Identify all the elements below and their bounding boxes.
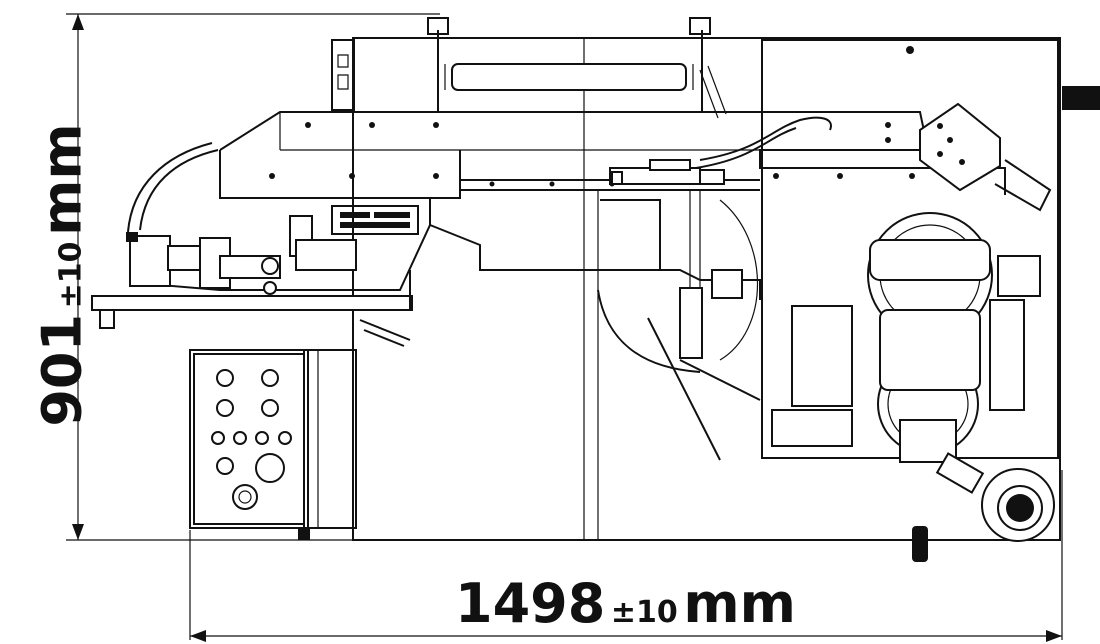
blade-wheel <box>597 269 761 461</box>
width-unit: mm <box>683 572 796 635</box>
horizontal-dimension-line <box>189 470 1063 642</box>
motor-assembly <box>771 212 1041 463</box>
depth-value: 901 <box>30 313 94 427</box>
width-value: 1498 <box>455 572 606 635</box>
blade-guide <box>609 159 725 185</box>
tensioner-block <box>919 102 1052 212</box>
width-tolerance: ±10 <box>610 595 678 630</box>
depth-unit: mm <box>30 123 94 236</box>
depth-tolerance: ±10 <box>53 241 89 309</box>
control-panel <box>189 349 357 540</box>
control-buttons <box>211 369 292 510</box>
vise-clamp <box>91 215 413 347</box>
top-guard <box>427 17 727 119</box>
saw-arm <box>127 111 1006 361</box>
depth-dimension-label: 901 ±10 mm <box>31 123 94 426</box>
vertical-dimension-line <box>66 13 440 541</box>
label-plate <box>331 205 419 235</box>
coupling <box>912 452 1055 562</box>
width-dimension-label: 1498 ±10 mm <box>455 572 796 635</box>
side-bar <box>1062 86 1100 110</box>
